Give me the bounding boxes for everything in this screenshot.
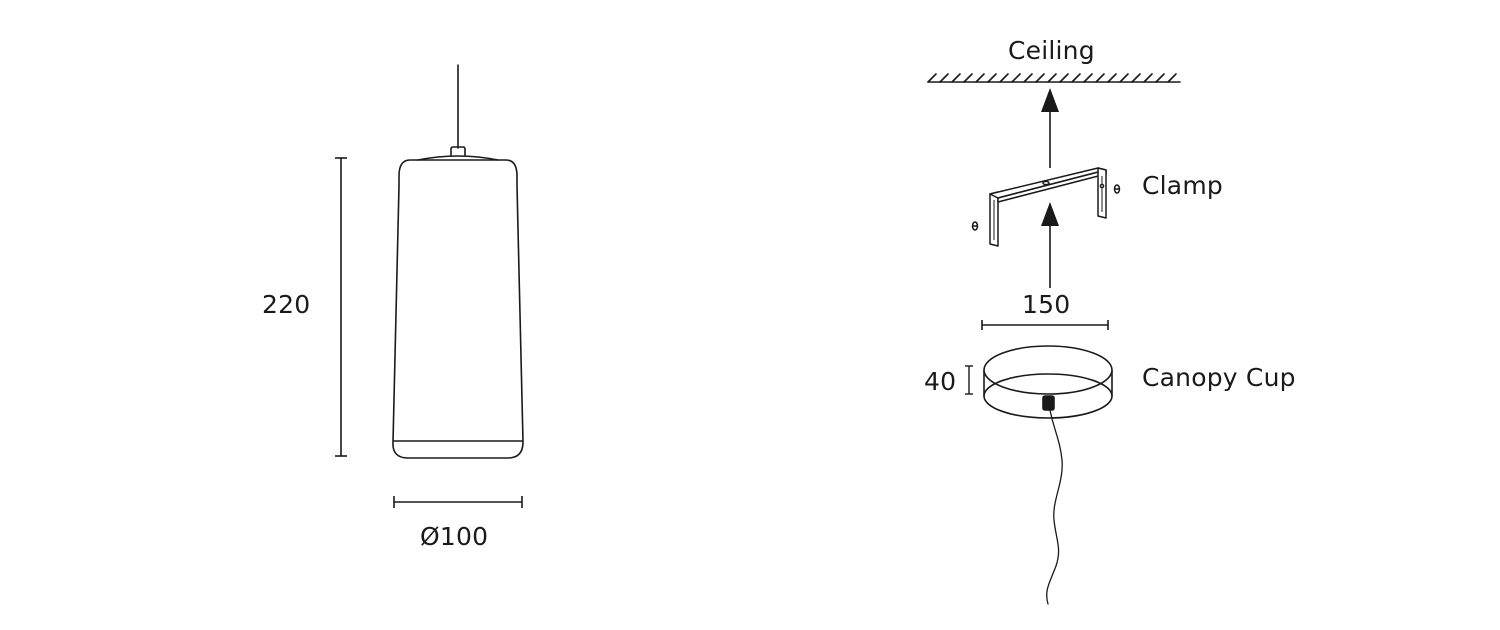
cable-gland: [1042, 395, 1055, 411]
height-dimension: [335, 157, 347, 457]
canopy-cup: [983, 345, 1113, 419]
ceiling-hatch-mark: [951, 73, 961, 83]
ceiling: [927, 73, 1181, 83]
ceiling-hatch-mark: [1131, 73, 1141, 83]
ceiling-hatch-mark: [1143, 73, 1153, 83]
arrow-to-ceiling: [1041, 88, 1059, 168]
hanging-cable: [1046, 409, 1063, 605]
ceiling-hatch-mark: [1059, 73, 1069, 83]
ceiling-hatch-mark: [999, 73, 1009, 83]
arrow-to-clamp: [1041, 202, 1059, 288]
ceiling-hatch-mark: [1167, 73, 1177, 83]
ceiling-hatch-mark: [975, 73, 985, 83]
clamp-screw-right: [1113, 184, 1121, 194]
ceiling-hatch-mark: [1107, 73, 1117, 83]
ceiling-hatch-mark: [1047, 73, 1057, 83]
ceiling-hatch-mark: [1119, 73, 1129, 83]
ceiling-label: Ceiling: [1008, 36, 1095, 65]
pendant-shade: [392, 159, 524, 459]
ceiling-hatch-mark: [1071, 73, 1081, 83]
ceiling-hatch-mark: [1023, 73, 1033, 83]
ceiling-hatch-mark: [963, 73, 973, 83]
ceiling-hatch-mark: [927, 73, 937, 83]
clamp-label: Clamp: [1142, 171, 1223, 200]
pendant-cap: [450, 146, 466, 156]
pendant-lamp: [392, 64, 524, 459]
ceiling-hatch-mark: [1083, 73, 1093, 83]
ceiling-hatching: [927, 73, 1177, 83]
clamp-width-label: 150: [1022, 290, 1071, 319]
ceiling-hatch-mark: [1095, 73, 1105, 83]
clamp-bracket: [971, 167, 1121, 247]
canopy-cup-top: [983, 345, 1113, 395]
canopy-height-label: 40: [924, 367, 957, 396]
ceiling-hatch-mark: [1035, 73, 1045, 83]
pendant-diameter-label: Ø100: [420, 522, 489, 551]
canopy-cup-inner-edge: [983, 373, 1113, 397]
ceiling-hatch-mark: [939, 73, 949, 83]
diameter-dimension: [393, 496, 523, 508]
ceiling-hatch-mark: [987, 73, 997, 83]
arrow-to-clamp-head: [1041, 202, 1059, 226]
pendant-shade-rim: [417, 155, 499, 161]
canopy-cup-label: Canopy Cup: [1142, 363, 1296, 392]
canopy-height-dimension: [965, 365, 973, 395]
ceiling-hatch-mark: [1155, 73, 1165, 83]
arrow-to-ceiling-head: [1041, 88, 1059, 112]
clamp-screw-left: [971, 221, 979, 231]
clamp-width-dimension: [981, 320, 1109, 330]
ceiling-hatch-mark: [1011, 73, 1021, 83]
pendant-height-label: 220: [262, 290, 311, 319]
